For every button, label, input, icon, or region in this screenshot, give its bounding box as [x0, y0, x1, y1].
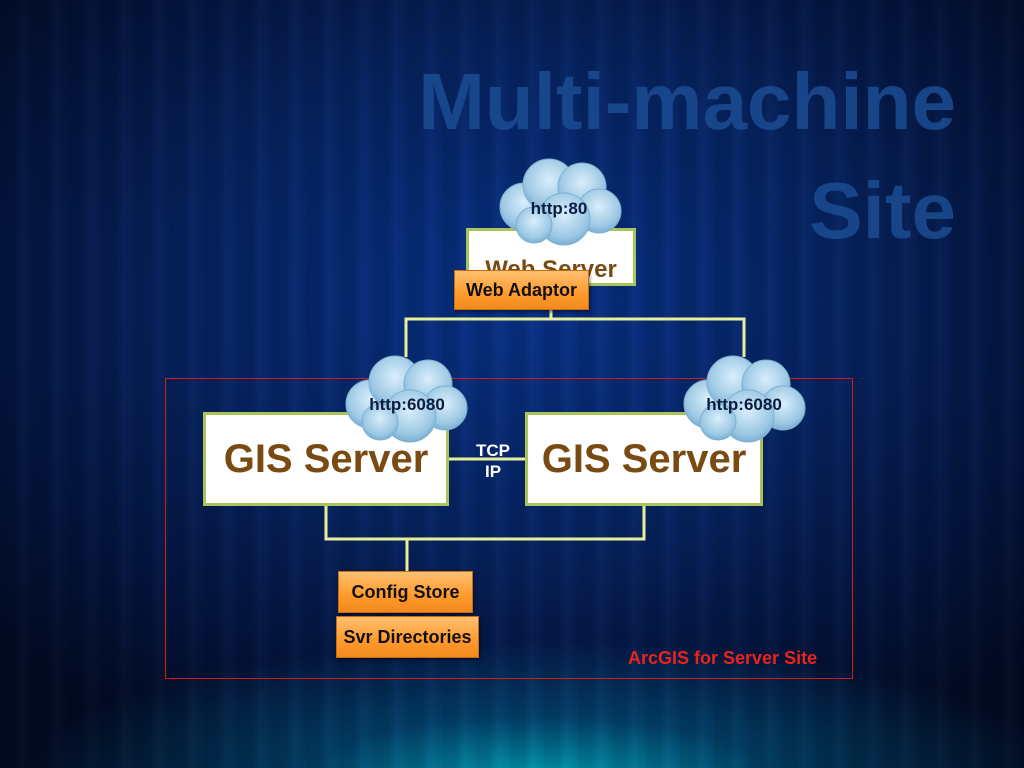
title-line-1: Multi-machine [418, 57, 956, 146]
tcp-ip-label: TCP IP [466, 440, 520, 482]
web-to-gis-connector [404, 317, 746, 357]
cloud-icon [499, 158, 622, 246]
slide-title: Multi-machine Site [336, 48, 956, 266]
title-line-2: Site [809, 165, 956, 255]
svr-directories-node: Svr Directories [336, 616, 479, 658]
site-label: ArcGIS for Server Site [628, 648, 818, 668]
cloud-label-gis-left: http:6080 [369, 395, 445, 414]
gis-to-store-connector [324, 506, 646, 541]
cloud-icon [683, 355, 806, 443]
config-store-node: Config Store [338, 571, 473, 613]
tcp-label: TCP [476, 441, 510, 460]
cloud-icon [345, 355, 468, 443]
web-adaptor-node: Web Adaptor [454, 270, 589, 310]
cloud-label-web: http:80 [530, 199, 588, 218]
ip-label: IP [484, 462, 502, 481]
site-boundary [165, 378, 853, 679]
cloud-label-gis-right: http:6080 [706, 395, 782, 414]
